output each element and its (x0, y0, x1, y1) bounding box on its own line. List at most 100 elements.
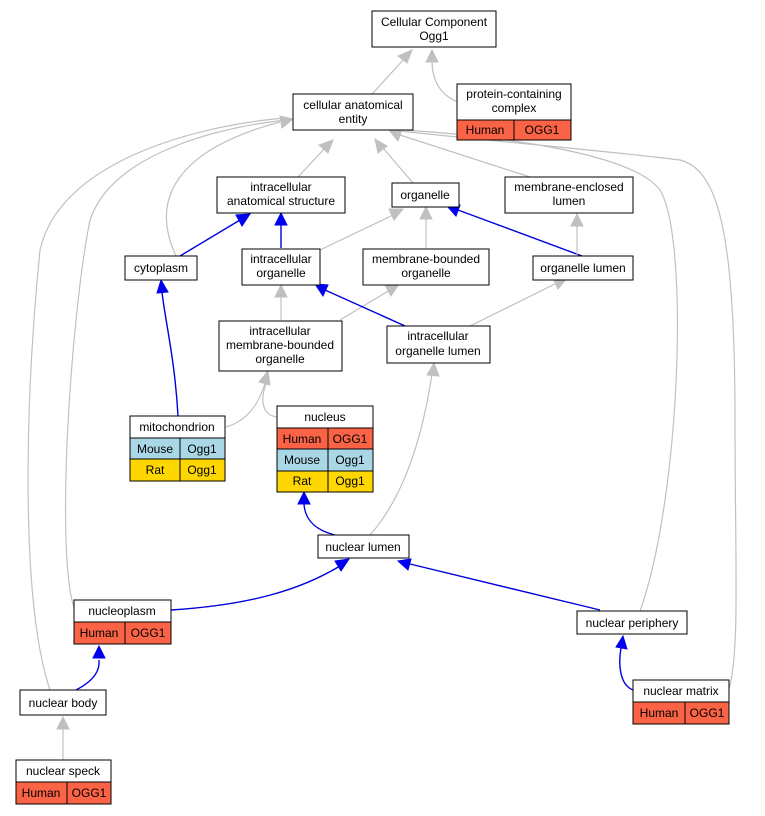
gene-label: OGG1 (333, 432, 368, 446)
arrowhead (318, 139, 334, 154)
node-cellular-anatomical-entity[interactable]: cellular anatomical entity (292, 93, 414, 131)
edge-cytoplasm-to-ias (179, 219, 241, 257)
arrowhead (387, 129, 403, 142)
node-label: nuclear lumen (325, 540, 400, 554)
node-label: membrane-bounded (226, 338, 334, 352)
node-label: organelle (255, 352, 305, 366)
arrowhead (279, 115, 295, 129)
node-label: mitochondrion (139, 420, 214, 434)
gene-label: OGG1 (72, 786, 107, 800)
edge-np-to-nl (170, 565, 341, 611)
node-intracellular-anatomical-structure[interactable]: intracellular anatomical structure (216, 176, 346, 214)
node-label: cellular anatomical (303, 98, 402, 112)
node-label: intracellular (250, 252, 311, 266)
node-label: membrane-enclosed (514, 180, 623, 194)
node-nuclear-matrix[interactable]: nuclear matrix Human OGG1 (632, 679, 730, 725)
species-label: Mouse (137, 442, 173, 456)
edge-nb-to-cae (27, 117, 286, 691)
node-intracellular-organelle-lumen[interactable]: intracellular organelle lumen (386, 325, 491, 364)
edge-nper-to-nl (409, 563, 601, 611)
node-nucleoplasm[interactable]: nucleoplasm Human OGG1 (73, 599, 172, 645)
edge-nl-to-iol (369, 373, 433, 536)
edge-nm-to-cae (399, 130, 737, 690)
node-organelle-lumen[interactable]: organelle lumen (532, 255, 634, 281)
node-intracellular-organelle[interactable]: intracellular organelle (241, 248, 321, 286)
node-label: intracellular (407, 329, 468, 343)
node-label: cytoplasm (134, 261, 188, 275)
arrowhead (388, 208, 405, 221)
species-label: Mouse (284, 453, 320, 467)
edge-ias-to-cae (297, 147, 326, 178)
node-label: organelle lumen (540, 261, 625, 275)
species-label: Human (80, 626, 119, 640)
edge-nb-to-np (75, 659, 100, 691)
arrowhead (334, 558, 351, 572)
node-nuclear-lumen[interactable]: nuclear lumen (317, 534, 410, 559)
node-label: complex (492, 101, 537, 115)
arrowhead (374, 137, 388, 154)
node-label: organelle (400, 188, 450, 202)
species-label: Human (22, 786, 61, 800)
arrowhead (570, 212, 584, 227)
node-nuclear-body[interactable]: nuclear body (19, 689, 107, 716)
arrowhead (314, 283, 329, 298)
gene-label: OGG1 (690, 706, 725, 720)
edge-ol-to-organelle (457, 209, 583, 257)
node-label: entity (339, 112, 368, 126)
edge-mel-to-cae (399, 134, 531, 178)
gene-label: Ogg1 (335, 453, 365, 467)
node-cellular-component[interactable]: Cellular Component Ogg1 (371, 10, 497, 48)
node-label: organelle lumen (395, 344, 480, 358)
node-protein-containing-complex[interactable]: protein-containing complex Human OGG1 (456, 83, 572, 141)
species-label: Human (283, 432, 322, 446)
node-membrane-enclosed-lumen[interactable]: membrane-enclosed lumen (504, 176, 634, 214)
node-nucleus[interactable]: nucleus Human OGG1 Mouse Ogg1 Rat Ogg1 (276, 405, 374, 493)
arrowhead (426, 361, 440, 377)
node-mitochondrion[interactable]: mitochondrion Mouse Ogg1 Rat Ogg1 (129, 415, 226, 482)
node-label: intracellular (250, 180, 311, 194)
arrowhead (425, 48, 439, 63)
node-cytoplasm[interactable]: cytoplasm (124, 255, 198, 281)
edge-nl-to-nucleus (303, 503, 336, 536)
arrowhead (92, 644, 106, 659)
edge-iol-to-io (324, 289, 406, 327)
edge-nm-to-nper (619, 647, 634, 691)
arrowhead (274, 211, 288, 226)
edge-np-to-cae (64, 119, 286, 611)
gene-label: Ogg1 (335, 474, 365, 488)
node-label: membrane-bounded (372, 252, 480, 266)
node-intracellular-membrane-bounded-organelle[interactable]: intracellular membrane-bounded organelle (218, 320, 343, 372)
arrowhead (274, 283, 288, 298)
species-label: Rat (293, 474, 312, 488)
edge-io-to-organelle (319, 214, 394, 251)
nodes: Cellular Component Ogg1 protein-containi… (15, 10, 730, 805)
node-label: Cellular Component (381, 15, 488, 29)
node-label: lumen (553, 194, 586, 208)
edge-mito-to-cytoplasm (161, 291, 179, 417)
node-nuclear-periphery[interactable]: nuclear periphery (576, 610, 688, 635)
arrowhead (258, 369, 271, 386)
gene-label: Ogg1 (187, 463, 217, 477)
arrowhead (397, 49, 413, 64)
edge-cae-to-cc (371, 57, 406, 95)
node-label: intracellular (249, 324, 310, 338)
node-label: nucleoplasm (88, 604, 155, 618)
node-membrane-bounded-organelle[interactable]: membrane-bounded organelle (362, 248, 490, 286)
node-label: nucleus (304, 410, 345, 424)
arrowhead (297, 490, 311, 505)
edge-imbo-to-mbo (339, 289, 391, 321)
arrowhead (419, 205, 433, 220)
arrowhead (615, 634, 628, 650)
node-label: nuclear speck (26, 764, 101, 778)
node-label: Ogg1 (419, 29, 449, 43)
edges (27, 48, 737, 760)
edge-organelle-to-cae (382, 147, 414, 184)
species-label: Rat (146, 463, 165, 477)
gene-label: OGG1 (131, 626, 166, 640)
arrowhead (156, 278, 169, 294)
species-label: Human (466, 123, 505, 137)
arrowhead (56, 715, 70, 730)
node-nuclear-speck[interactable]: nuclear speck Human OGG1 (15, 759, 112, 805)
edge-cytoplasm-to-cae (165, 121, 281, 257)
node-organelle[interactable]: organelle (391, 182, 460, 208)
